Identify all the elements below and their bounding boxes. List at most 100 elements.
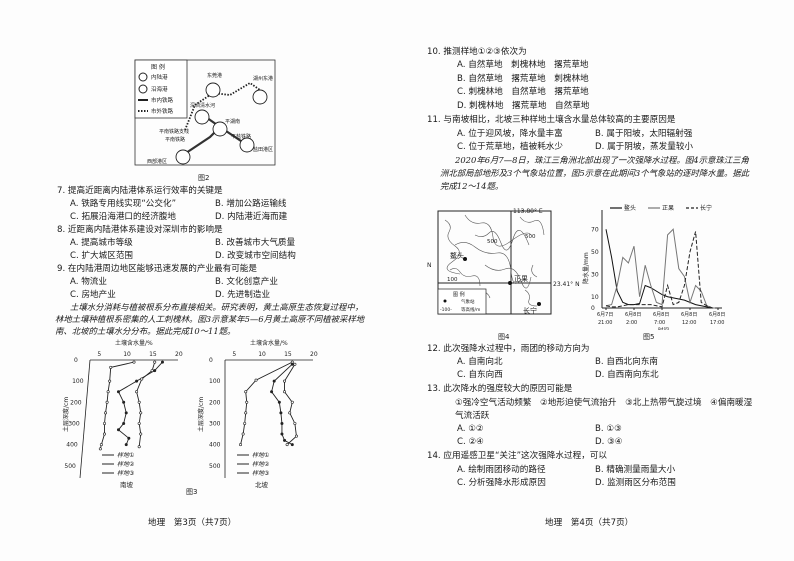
y-tick-label: 200 [209,399,221,406]
x-tick-label: 6月8日 [625,312,641,318]
legend-title: 图 例 [151,63,165,71]
data-point [109,365,113,369]
page-footer: 地理 第3页（共7页） [148,518,237,528]
legend-label: 样地② [117,460,135,468]
option: A. 绘制雨团移动的路径 [457,465,546,475]
data-point [137,421,141,425]
option: D. 刺槐林地 撂荒草地 自然草地 [457,101,590,111]
x-tick-label: 12:00 [682,320,696,326]
option: A. 铁路专用线实现“公交化” [70,199,177,209]
legend-item: 市外铁路 [151,107,174,115]
figure-5-caption: 图5 [643,333,655,341]
data-point [279,411,283,415]
y-tick-label: 50 [591,249,599,256]
option: C. 刺槐林地 自然草地 撂荒草地 [457,87,589,97]
data-point [280,421,284,425]
y-tick-label: 0 [209,357,213,364]
question-12: 12. 此次强降水过程中，雨团的移动方向为 [427,344,590,354]
series-line [605,228,718,309]
data-point [108,379,112,383]
data-point [288,411,292,415]
y-tick-label: 300 [68,420,80,427]
x-tick-label: 15 [284,351,292,358]
option: B. 增加公路运输线 [215,199,287,209]
data-point [290,362,294,366]
data-point [122,421,126,425]
legend-label: 长宁 [700,204,712,212]
series-line [605,229,718,309]
data-point [270,390,274,394]
data-point [116,428,120,432]
statements-cont: 气流活跃 [455,411,490,421]
figure-2-caption: 图2 [198,174,210,182]
data-point [102,432,106,436]
legend-label: 样地② [252,460,270,468]
page-footer: 地理 第4页（共7页） [545,518,634,528]
place-label: 东莞港 [207,72,222,79]
place-label: 平盐铁路 [231,133,251,140]
y-tick-label: 0 [74,357,78,364]
data-point [139,411,143,415]
station-label: 正果 [514,275,528,283]
y-tick-label: 30 [591,271,599,278]
data-point [241,432,245,436]
latitude-label: N [427,262,432,269]
longitude-label: 113.80° E [513,208,543,215]
contour-label: 500 [487,239,498,245]
data-point [132,360,136,364]
x-tick-label: 10 [258,351,266,358]
place-label: 平南铁路 [165,136,185,143]
x-axis-label: 土壤含水量/% [115,339,153,347]
x-axis-label: 土壤含水量/% [250,339,288,347]
place-label: 平南铁路支线 [159,128,189,135]
legend-item: 沿海港 [151,85,168,93]
data-point [283,390,287,394]
data-point [124,411,128,415]
figure-4-map: 113.80° E 23.41° N N 500 500 100 鳌头 正果 长… [427,208,580,315]
data-point [102,421,106,425]
y-tick-label: 70 [591,226,599,233]
legend-item: 市内铁路 [151,96,174,104]
x-tick-label: 6月8日 [653,312,669,318]
option: C. 自东向西 [457,370,503,380]
x-axis-label: 时间 [658,326,669,330]
legend-title: 图 例 [453,291,465,298]
y-axis-label: 降水量/mm [582,252,590,284]
option: C. ②④ [457,437,484,447]
option: C. 分析强降水形成原因 [457,478,546,488]
data-point [153,369,157,373]
legend-label: 正果 [662,205,674,212]
legend-contour-symbol: -100- [440,307,452,313]
passage-line: 南、北坡的土壤水分分布。据此完成10～11题。 [55,326,236,336]
y-axis-label: 土层深度/cm [197,397,205,432]
data-point [245,400,249,404]
option: B. 精确测量雨量大小 [595,465,676,475]
data-point [104,411,108,415]
x-tick-label: 6月8日 [709,312,725,318]
option: B. 自然草地 撂荒草地 刺槐林地 [457,74,589,84]
option: B. ①③ [595,424,622,434]
legend-label: 样地① [252,451,269,459]
y-tick-label: 400 [66,442,78,449]
option: D. 先进制造业 [215,290,271,300]
y-tick-label: 400 [209,442,221,449]
data-point [105,400,109,404]
data-point [127,436,131,440]
question-10: 10. 推测样地①②③依次为 [427,47,527,57]
data-point [135,379,139,383]
option: B. 改善城市大气质量 [215,238,296,248]
data-point [99,443,103,447]
y-axis [79,359,91,479]
data-point [290,443,294,447]
option: D. 属于阴坡，蒸发量较小 [595,142,694,152]
x-tick-label: 20 [310,351,318,358]
x-tick-label: 7:00 [654,320,665,326]
y-tick-label: 0 [591,305,595,312]
passage-line: 洲北部局部地形及3个气象站位置，图5示意在此期间3个气象站的逐时降水量。据此 [440,168,750,178]
x-tick-label: 17:00 [710,320,724,326]
x-tick-label: 5 [232,351,236,358]
x-tick-label: 2:00 [626,320,637,326]
question-9: 9. 在内陆港周边地区能够迅速发展的产业最有可能是 [57,264,257,274]
x-tick-label: 15 [149,351,157,358]
data-point [294,434,298,438]
